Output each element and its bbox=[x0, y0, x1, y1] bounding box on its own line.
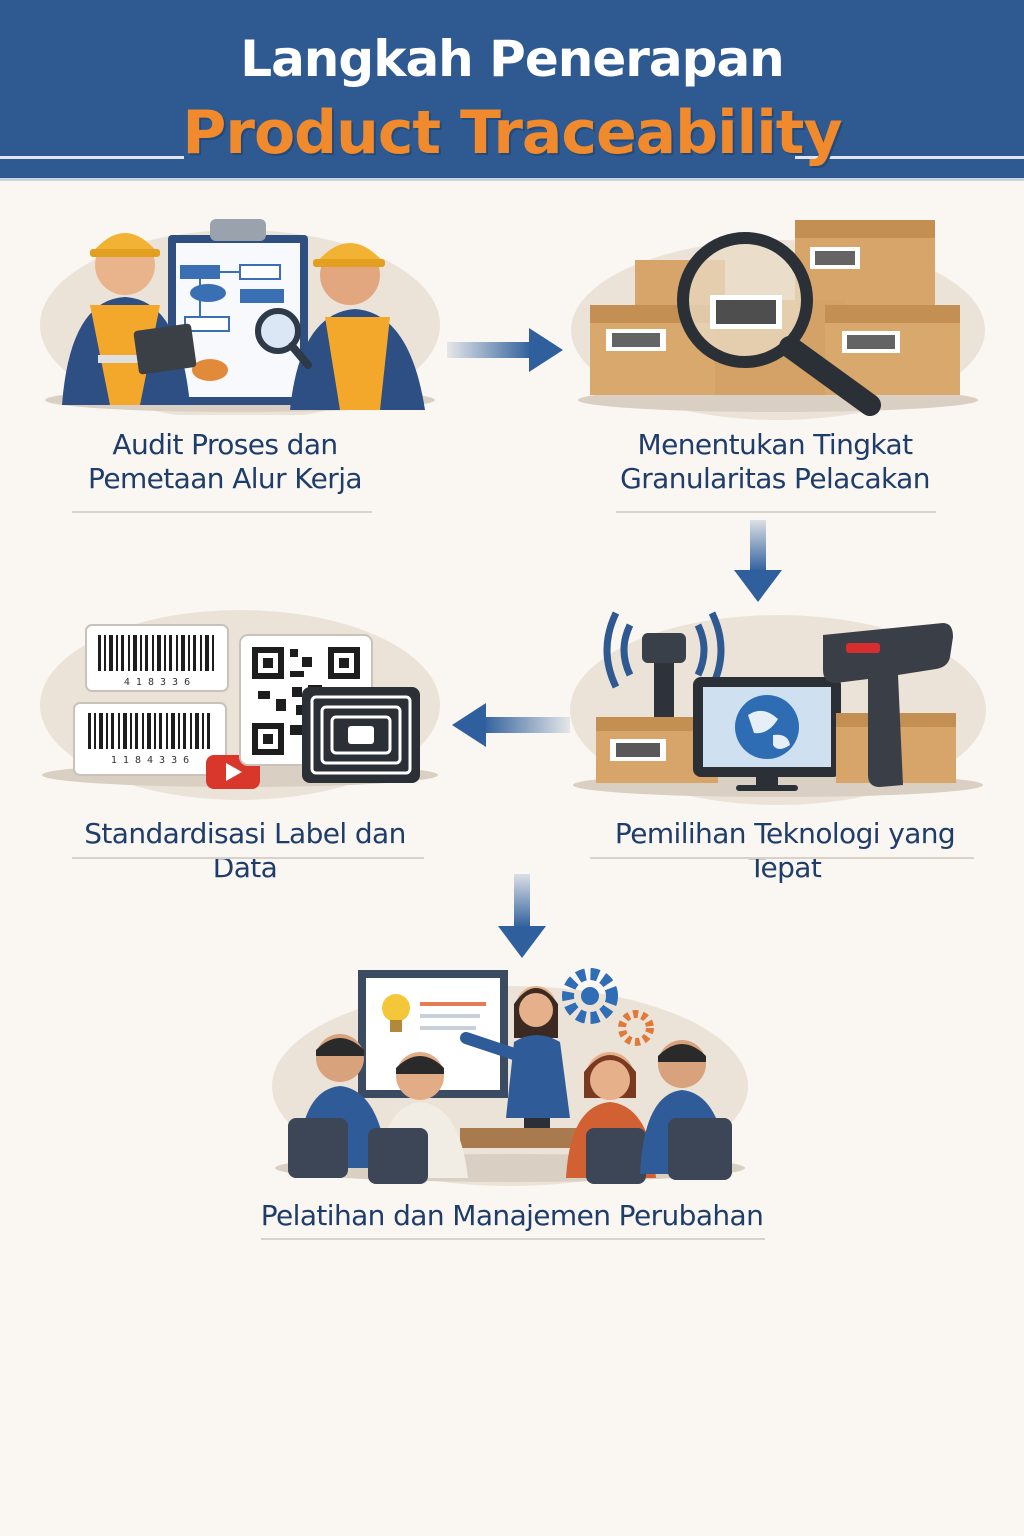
step-audit-label-line2: Pemetaan Alur Kerja bbox=[88, 462, 363, 495]
step-training-label: Pelatihan dan Manajemen Perubahan bbox=[260, 1199, 764, 1232]
arrow-left-icon bbox=[452, 703, 570, 747]
step-training-underline bbox=[261, 1238, 765, 1240]
step-technology bbox=[568, 595, 988, 810]
barcode-number-1: 4 1 8 3 3 6 bbox=[124, 677, 190, 688]
step-standardization-underline bbox=[72, 857, 424, 859]
step-granularity bbox=[570, 205, 985, 420]
step-audit bbox=[40, 205, 440, 415]
granularity-illustration bbox=[571, 220, 985, 420]
header-banner: Langkah Penerapan Product Traceability bbox=[0, 0, 1024, 178]
page-subtitle: Product Traceability bbox=[182, 98, 842, 168]
header-rule-right bbox=[795, 156, 1024, 159]
arrow-down-icon-2 bbox=[498, 874, 546, 958]
arrow-right-icon bbox=[447, 328, 563, 372]
audit-illustration bbox=[40, 219, 440, 415]
step-audit-label: Audit Proses dan Pemetaan Alur Kerja bbox=[60, 428, 390, 496]
step-technology-underline bbox=[590, 857, 974, 859]
header-rule-left bbox=[0, 156, 184, 159]
step-training bbox=[270, 968, 750, 1190]
step-granularity-underline bbox=[616, 511, 936, 513]
step-granularity-label: Menentukan Tingkat Granularitas Pelacaka… bbox=[600, 428, 950, 496]
page-title: Langkah Penerapan bbox=[240, 30, 785, 88]
standardization-illustration: 4 1 8 3 3 6 1 1 8 4 3 3 6 bbox=[40, 610, 440, 800]
training-illustration bbox=[272, 968, 748, 1186]
step-technology-label: Pemilihan Teknologi yang Tepat bbox=[614, 817, 956, 884]
step-granularity-label-line2: Granularitas Pelacakan bbox=[620, 462, 930, 495]
step-audit-underline bbox=[72, 511, 372, 513]
step-standardization-label: Standardisasi Label dan Data bbox=[84, 817, 406, 884]
barcode-number-2: 1 1 8 4 3 3 6 bbox=[111, 755, 189, 766]
step-audit-label-line1: Audit Proses dan bbox=[112, 428, 338, 461]
step-standardization: 4 1 8 3 3 6 1 1 8 4 3 3 6 bbox=[40, 595, 445, 805]
technology-illustration bbox=[570, 611, 986, 805]
arrow-down-icon bbox=[734, 520, 782, 602]
step-granularity-label-line1: Menentukan Tingkat bbox=[637, 428, 914, 461]
